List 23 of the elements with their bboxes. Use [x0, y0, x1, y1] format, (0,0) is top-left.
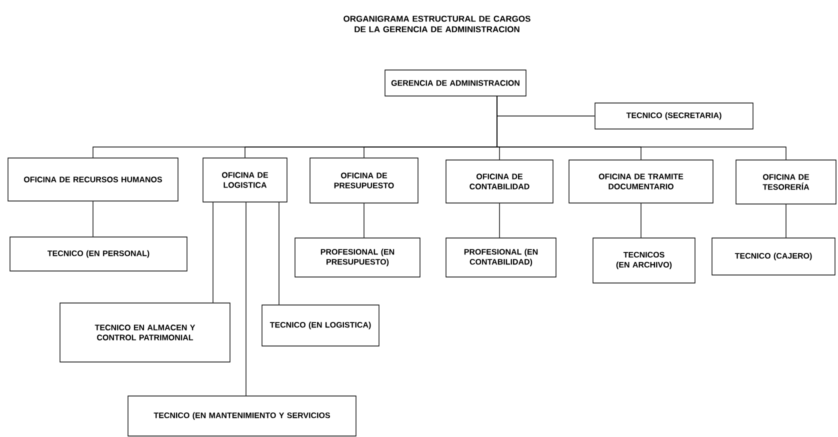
connector-line: [496, 96, 786, 160]
position-box: GERENCIA DE ADMINISTRACION: [384, 70, 526, 96]
connector-line: [499, 203, 500, 238]
connector-line: [92, 201, 94, 237]
position-box: TECNICO (EN PERSONAL): [10, 236, 188, 272]
position-box: TECNICO (EN MANTENIMIENTO Y SERVICIOS: [128, 396, 356, 436]
connector-line: [640, 203, 642, 238]
position-box: TECNICO (EN LOGISTICA): [262, 304, 380, 346]
position-box: TECNICO (CAJERO): [712, 238, 836, 276]
position-box: OFICINA DE RECURSOS HUMANOS: [8, 158, 178, 202]
position-box: OFICINA DE TESORERÍA: [736, 160, 836, 204]
connector-line: [278, 202, 280, 305]
position-box: OFICINA DE TRAMITE DOCUMENTARIO: [568, 160, 714, 204]
position-box: PROFESIONAL (EN CONTABILIDAD): [446, 238, 556, 278]
position-box: TECNICO EN ALMACEN Y CONTROL PATRIMONIAL: [60, 302, 230, 362]
position-box: PROFESIONAL (EN PRESUPUESTO): [294, 238, 420, 278]
connector-line: [212, 202, 214, 303]
position-box: OFICINA DE CONTABILIDAD: [446, 160, 554, 204]
position-box: TECNICO (SECRETARIA): [594, 102, 754, 130]
title: ORGANIGRAMA ESTRUCTURAL DE CARGOS DE LA GERENCIA DE ADMINISTRACION: [344, 16, 530, 32]
position-box: OFICINA DE LOGISTICA: [202, 158, 288, 202]
position-box: OFICINA DE PRESUPUESTO: [310, 158, 418, 204]
position-box: TECNICOS (EN ARCHIVO): [592, 238, 696, 284]
